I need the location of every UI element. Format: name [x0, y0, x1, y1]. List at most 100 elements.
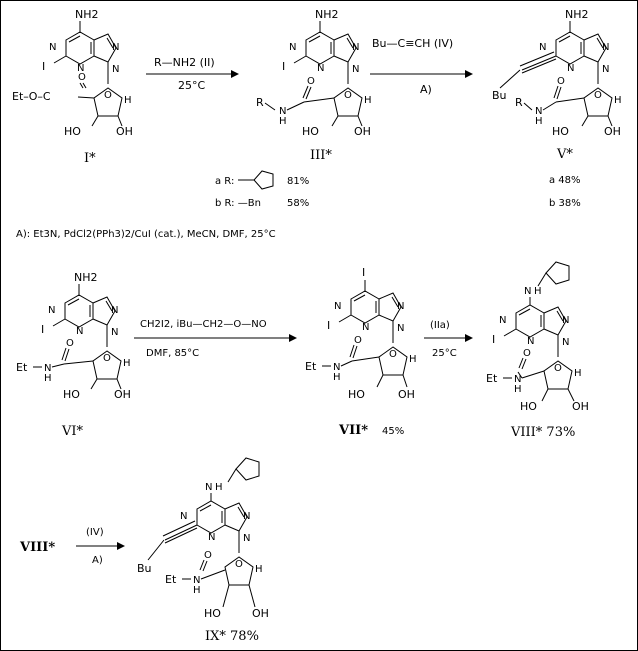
label-IX: IX* 78% — [205, 629, 259, 644]
atom-h: H — [123, 358, 131, 369]
yield-VII: 45% — [382, 426, 404, 437]
atom-o: O — [554, 363, 562, 374]
atom-h: H — [333, 372, 341, 383]
atom-h: H — [534, 286, 542, 297]
atom-ho: HO — [348, 388, 365, 401]
atom-n: N — [205, 482, 212, 493]
atom-h: H — [124, 95, 132, 106]
atom-o: O — [389, 349, 397, 360]
atom-nh2: NH2 — [315, 8, 339, 21]
cyclopentyl-icon — [235, 457, 260, 481]
atom-et: Et — [486, 372, 498, 385]
atom-n: N — [602, 42, 609, 53]
atom-n: N — [562, 315, 569, 326]
atom-oh: OH — [398, 388, 415, 401]
label-VI: VI* — [61, 424, 84, 439]
atom-ho: HO — [520, 400, 537, 413]
atom-r: R — [256, 96, 264, 109]
reagent-step1: R—NH2 (II) — [154, 56, 215, 69]
atom-bu: Bu — [492, 89, 507, 102]
atom-n: N — [48, 305, 55, 316]
compound-VI: NH2 N N N N I O H Et N H O HO OH VI* — [16, 271, 131, 439]
atom-oh: OH — [604, 125, 621, 138]
condition-step2: A) — [420, 83, 432, 96]
atom-n: N — [49, 42, 56, 53]
yield-vb: b 38% — [549, 198, 581, 209]
atom-oh: OH — [252, 607, 269, 620]
atom-h: H — [574, 368, 582, 379]
label-VIII: VIII* 73% — [510, 425, 575, 440]
atom-n: N — [535, 106, 542, 117]
reagent-step3: CH2I2, iBu—CH2—O—NO — [140, 319, 267, 330]
atom-n: N — [352, 64, 359, 75]
compound-III: NH2 N N N N I O H R N H O HO OH III* a R… — [215, 8, 372, 209]
yield-b: 58% — [287, 198, 309, 209]
atom-n: N — [567, 63, 574, 74]
atom-i: I — [492, 333, 495, 346]
atom-h: H — [364, 95, 372, 106]
cyclopentyl-icon — [545, 261, 570, 285]
atom-h: H — [193, 585, 201, 596]
atom-nh2: NH2 — [565, 8, 589, 21]
atom-et: Et — [165, 573, 177, 586]
atom-ho: HO — [552, 125, 569, 138]
label-V: V* — [556, 147, 573, 162]
atom-n: N — [180, 511, 187, 522]
compound-VIII: N H N N N N I O H Et N H O HO OH VIII* 7… — [486, 261, 589, 440]
atom-h: H — [255, 564, 263, 575]
ester-group: Et–O–C — [12, 90, 51, 103]
atom-n: N — [499, 315, 506, 326]
atom-et: Et — [16, 361, 28, 374]
substituent-a: a R: — [215, 176, 234, 187]
condition-step3: DMF, 85°C — [146, 348, 199, 359]
reagent-step4: (IIa) — [430, 320, 450, 331]
label-VII: VII* — [338, 423, 368, 438]
atom-n: N — [334, 301, 341, 312]
atom-n: N — [76, 326, 83, 337]
atom-n: N — [112, 64, 119, 75]
reagent-step2: Bu—C≡CH (IV) — [372, 37, 453, 50]
atom-n: N — [333, 362, 340, 373]
atom-n: N — [397, 323, 404, 334]
atom-o: O — [78, 72, 86, 83]
compound-VII: I N N N N I O H Et N H O HO OH VII* 45% — [305, 266, 417, 438]
atom-n: N — [44, 363, 51, 374]
atom-n: N — [112, 42, 119, 53]
atom-ho: HO — [302, 125, 319, 138]
atom-n: N — [562, 337, 569, 348]
atom-n: N — [243, 511, 250, 522]
atom-h: H — [44, 373, 52, 384]
atom-h: H — [535, 116, 543, 127]
atom-n: N — [602, 64, 609, 75]
atom-o: O — [344, 90, 352, 101]
atom-n: N — [527, 336, 534, 347]
atom-n: N — [279, 106, 286, 117]
atom-nh2: NH2 — [74, 271, 98, 284]
atom-n: N — [289, 42, 296, 53]
atom-h: H — [215, 482, 223, 493]
yield-va: a 48% — [549, 175, 581, 186]
atom-r: R — [515, 96, 523, 109]
label-VIII-start: VIII* — [19, 540, 55, 555]
atom-n: N — [111, 327, 118, 338]
atom-i: I — [327, 319, 330, 332]
atom-n: N — [362, 322, 369, 333]
atom-oh: OH — [114, 388, 131, 401]
atom-i: I — [362, 266, 365, 279]
compound-V: NH2 N N N N Bu O H R N H O HO OH V* a 48… — [492, 8, 622, 209]
atom-o: O — [103, 353, 111, 364]
atom-oh: OH — [116, 125, 133, 138]
atom-n: N — [208, 532, 215, 543]
atom-o: O — [594, 90, 602, 101]
condition-step4: 25°C — [432, 348, 457, 359]
atom-i: I — [41, 323, 44, 336]
label-I: I* — [84, 151, 96, 166]
atom-h: H — [514, 384, 522, 395]
atom-h: H — [279, 116, 287, 127]
atom-bu: Bu — [137, 562, 152, 575]
atom-i: I — [282, 60, 285, 73]
atom-oh: OH — [572, 400, 589, 413]
atom-o: O — [557, 76, 565, 87]
atom-i: I — [42, 60, 45, 73]
